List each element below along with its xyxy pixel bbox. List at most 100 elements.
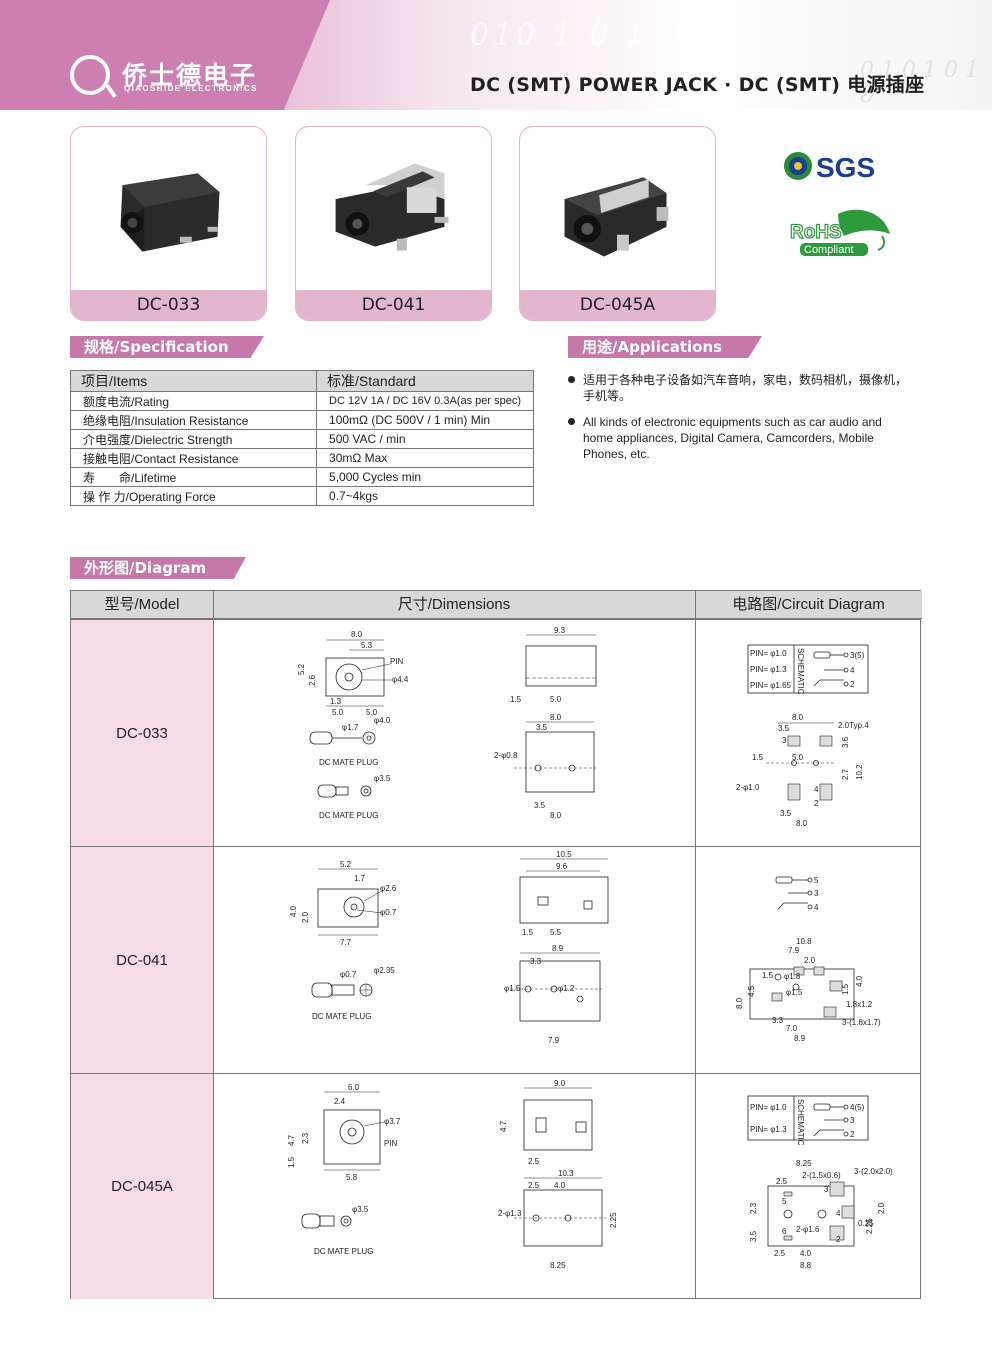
svg-text:8.25: 8.25 — [796, 1159, 812, 1168]
svg-text:3.5: 3.5 — [778, 724, 790, 733]
svg-text:4.5: 4.5 — [747, 985, 756, 997]
diagram-model-dc033: DC-033 — [71, 620, 213, 846]
svg-text:PIN= φ1.0: PIN= φ1.0 — [750, 1103, 787, 1112]
svg-text:PIN= φ1.3: PIN= φ1.3 — [750, 665, 787, 674]
svg-text:8.8: 8.8 — [800, 1261, 812, 1270]
divider — [213, 591, 214, 1298]
svg-text:5: 5 — [782, 1197, 787, 1206]
diagram-model-dc041: DC-041 — [71, 847, 213, 1073]
svg-text:1.5: 1.5 — [287, 1156, 296, 1168]
svg-text:2-φ1.3: 2-φ1.3 — [498, 1209, 522, 1218]
sgs-logo-icon: SGS — [784, 152, 875, 183]
svg-text:4: 4 — [814, 785, 819, 794]
spec-item: 操 作 力/Operating Force — [69, 486, 318, 506]
svg-text:2.5: 2.5 — [774, 1249, 786, 1258]
svg-text:2.0: 2.0 — [301, 911, 310, 923]
svg-text:5.8: 5.8 — [346, 1173, 358, 1182]
spec-col-items: 项目/Items — [69, 370, 318, 392]
svg-text:φ1.7: φ1.7 — [342, 723, 359, 732]
svg-text:4.0: 4.0 — [800, 1249, 812, 1258]
svg-text:4.0: 4.0 — [855, 975, 864, 987]
svg-text:10.2: 10.2 — [855, 764, 864, 780]
svg-text:2.5: 2.5 — [528, 1157, 540, 1166]
svg-text:10.8: 10.8 — [796, 937, 812, 946]
product-photo-dc033 — [120, 173, 220, 252]
svg-text:1.5: 1.5 — [762, 971, 774, 980]
svg-text:5.2: 5.2 — [340, 860, 352, 869]
svg-text:4.7: 4.7 — [287, 1134, 296, 1146]
product-card-dc033: DC-033 — [70, 126, 267, 321]
svg-text:1.5: 1.5 — [752, 753, 764, 762]
divider — [71, 1073, 920, 1074]
circuit-diagram-dc045a: PIN= φ1.0 PIN= φ1.3 SCHEMATIC 4(5) 3 2 8… — [747, 1095, 893, 1270]
svg-text:4: 4 — [850, 666, 855, 675]
spec-item: 介电强度/Dielectric Strength — [69, 429, 318, 449]
svg-text:3.3: 3.3 — [772, 1016, 784, 1025]
svg-text:φ1.5: φ1.5 — [786, 988, 803, 997]
svg-text:4: 4 — [814, 903, 819, 912]
svg-text:3.5: 3.5 — [536, 723, 548, 732]
svg-text:2: 2 — [814, 799, 819, 808]
product-photo-dc045a — [564, 177, 669, 257]
svg-text:7.0: 7.0 — [786, 1024, 798, 1033]
svg-text:2.0: 2.0 — [877, 1202, 886, 1214]
svg-text:2: 2 — [836, 1235, 841, 1244]
dimension-drawing-dc045a: 6.0 2.4 φ3.7 PIN 4.7 2.3 1.5 5.8 φ3.5 DC… — [287, 1079, 618, 1270]
svg-text:3.6: 3.6 — [841, 736, 850, 748]
svg-text:DC MATE PLUG: DC MATE PLUG — [319, 758, 378, 767]
divider — [695, 591, 696, 1298]
svg-text:2.3: 2.3 — [749, 1202, 758, 1214]
svg-text:φ4.0: φ4.0 — [374, 716, 391, 725]
spec-item: 寿 命/Lifetime — [69, 467, 318, 487]
dimension-drawing-dc033: 8.0 5.3 5.2 2.6 PIN φ4.4 1.3 5.0 5.0 φ1.… — [297, 626, 597, 820]
spec-item: 绝缘电阻/Insulation Resistance — [69, 410, 318, 430]
brand-name-en: QIAOSHIDE ELECTRONICS — [124, 84, 258, 93]
svg-text:5.5: 5.5 — [550, 928, 562, 937]
svg-text:1.5: 1.5 — [522, 928, 534, 937]
svg-text:2.0Typ.4: 2.0Typ.4 — [838, 721, 869, 730]
svg-text:φ3.5: φ3.5 — [352, 1205, 369, 1214]
spec-standard: 0.7~4kgs — [316, 486, 534, 506]
divider — [71, 619, 920, 620]
svg-text:PIN= φ1.65: PIN= φ1.65 — [750, 681, 792, 690]
svg-text:φ0.7: φ0.7 — [380, 908, 397, 917]
svg-text:2-φ1.0: 2-φ1.0 — [736, 783, 760, 792]
svg-text:3-(1.8x1.7): 3-(1.8x1.7) — [842, 1018, 881, 1027]
svg-text:2-(1.5x0.6): 2-(1.5x0.6) — [802, 1171, 841, 1180]
diagram-col-circuit: 电路图/Circuit Diagram — [695, 591, 922, 619]
svg-text:3.5: 3.5 — [780, 809, 792, 818]
svg-text:3.5: 3.5 — [534, 801, 546, 810]
svg-text:9.3: 9.3 — [554, 626, 566, 635]
svg-text:10.5: 10.5 — [556, 850, 572, 859]
svg-text:5.3: 5.3 — [361, 641, 373, 650]
diagram-table: 型号/Model 尺寸/Dimensions 电路图/Circuit Diagr… — [70, 590, 922, 1299]
applications-list: 适用于各种电子设备如汽车音响，家电，数码相机，摄像机，手机等。 All kind… — [568, 372, 908, 472]
spec-item: 额度电流/Rating — [69, 391, 318, 411]
spec-item: 接触电阻/Contact Resistance — [69, 448, 318, 468]
svg-text:PIN: PIN — [384, 1139, 398, 1148]
svg-text:φ1.5: φ1.5 — [504, 984, 521, 993]
svg-text:2.5: 2.5 — [528, 1181, 540, 1190]
diagram-col-dimensions: 尺寸/Dimensions — [213, 591, 695, 619]
divider — [71, 846, 920, 847]
spec-standard: 5,000 Cycles min — [316, 467, 534, 487]
svg-text:PIN: PIN — [390, 657, 404, 666]
svg-text:7.9: 7.9 — [788, 946, 800, 955]
svg-text:DC MATE PLUG: DC MATE PLUG — [314, 1247, 373, 1256]
svg-text:5: 5 — [814, 876, 819, 885]
spec-standard: DC 12V 1A / DC 16V 0.3A(as per spec) — [316, 391, 534, 411]
svg-text:7.9: 7.9 — [548, 1036, 560, 1045]
dimension-drawing-dc041: 5.2 1.7 φ2.6 φ0.7 4.0 2.0 7.7 φ0.7 φ2.35… — [289, 850, 609, 1045]
svg-text:8.0: 8.0 — [351, 630, 363, 639]
svg-text:2: 2 — [850, 1130, 855, 1139]
header-accent — [0, 0, 330, 110]
svg-text:φ2.6: φ2.6 — [380, 884, 397, 893]
svg-text:PIN= φ1.3: PIN= φ1.3 — [750, 1125, 787, 1134]
product-photo-dc041 — [335, 163, 449, 251]
svg-text:0.25: 0.25 — [858, 1219, 874, 1228]
product-label: DC-033 — [71, 290, 266, 320]
spec-col-standard: 标准/Standard — [316, 370, 534, 392]
svg-text:φ3.7: φ3.7 — [384, 1117, 401, 1126]
